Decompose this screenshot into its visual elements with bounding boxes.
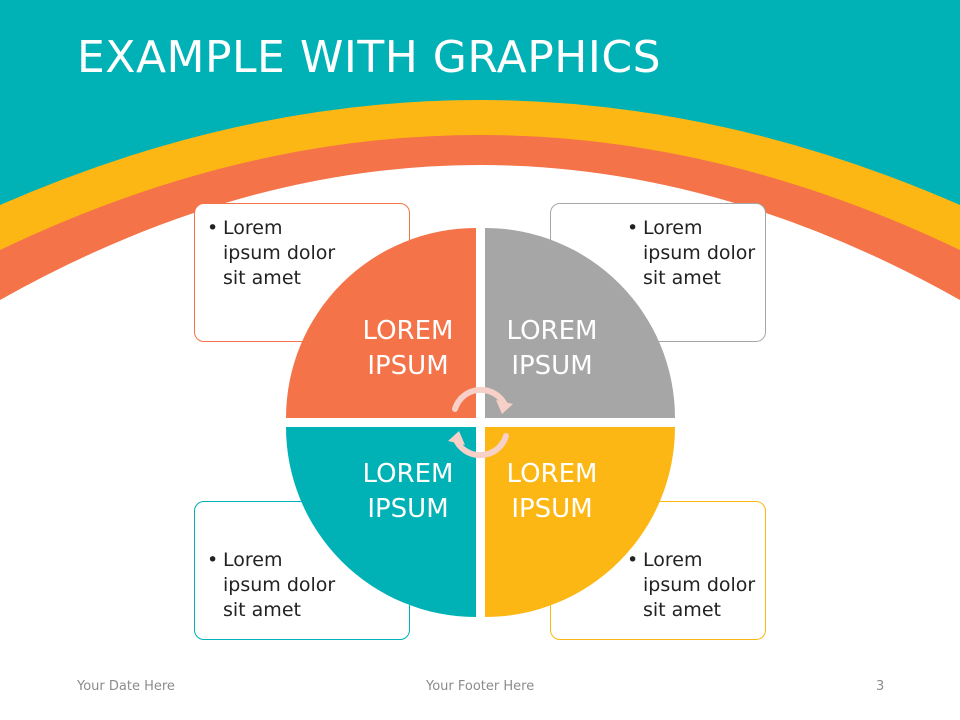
bullet-item: Lorem ipsum dolor sit amet bbox=[207, 216, 363, 291]
bullet-line: sit amet bbox=[223, 267, 301, 289]
bullet-line: ipsum dolor bbox=[643, 242, 756, 264]
quadrant-bottom-right bbox=[485, 427, 675, 617]
bullet-item: Lorem ipsum dolor sit amet bbox=[627, 548, 783, 623]
bullet-line: ipsum dolor bbox=[223, 574, 336, 596]
footer-text: Your Footer Here bbox=[426, 679, 535, 694]
label-line: IPSUM bbox=[511, 494, 593, 524]
slide-title: EXAMPLE WITH GRAPHICS bbox=[77, 32, 662, 83]
quadrant-label-bottom-left: LOREM IPSUM bbox=[343, 457, 473, 527]
label-line: LOREM bbox=[506, 316, 598, 346]
page-number: 3 bbox=[876, 679, 885, 694]
quadrant-label-bottom-right: LOREM IPSUM bbox=[487, 457, 617, 527]
bullet-line: Lorem bbox=[643, 549, 703, 571]
bullet-line: ipsum dolor bbox=[643, 574, 756, 596]
bullet-list: Lorem ipsum dolor sit amet bbox=[627, 216, 783, 291]
quadrant-label-top-right: LOREM IPSUM bbox=[487, 314, 617, 384]
quadrant-bottom-left bbox=[286, 427, 476, 617]
bullet-line: Lorem bbox=[223, 549, 283, 571]
bullet-list: Lorem ipsum dolor sit amet bbox=[207, 216, 363, 291]
label-line: IPSUM bbox=[367, 351, 449, 381]
label-line: LOREM bbox=[362, 459, 454, 489]
bullet-list: Lorem ipsum dolor sit amet bbox=[627, 548, 783, 623]
cycle-arrow-icon bbox=[448, 386, 513, 459]
quadrant-top-right bbox=[485, 228, 675, 418]
bullet-item: Lorem ipsum dolor sit amet bbox=[627, 216, 783, 291]
bullet-list: Lorem ipsum dolor sit amet bbox=[207, 548, 363, 623]
quadrant-label-top-left: LOREM IPSUM bbox=[343, 314, 473, 384]
label-line: IPSUM bbox=[511, 351, 593, 381]
quadrant-top-left bbox=[286, 228, 476, 418]
label-line: LOREM bbox=[506, 459, 598, 489]
bullet-line: sit amet bbox=[643, 267, 721, 289]
bullet-line: sit amet bbox=[223, 599, 301, 621]
bullet-line: Lorem bbox=[223, 217, 283, 239]
label-line: LOREM bbox=[362, 316, 454, 346]
bullet-line: Lorem bbox=[643, 217, 703, 239]
bullet-line: ipsum dolor bbox=[223, 242, 336, 264]
bullet-line: sit amet bbox=[643, 599, 721, 621]
footer-date: Your Date Here bbox=[77, 679, 175, 694]
label-line: IPSUM bbox=[367, 494, 449, 524]
bullet-item: Lorem ipsum dolor sit amet bbox=[207, 548, 363, 623]
